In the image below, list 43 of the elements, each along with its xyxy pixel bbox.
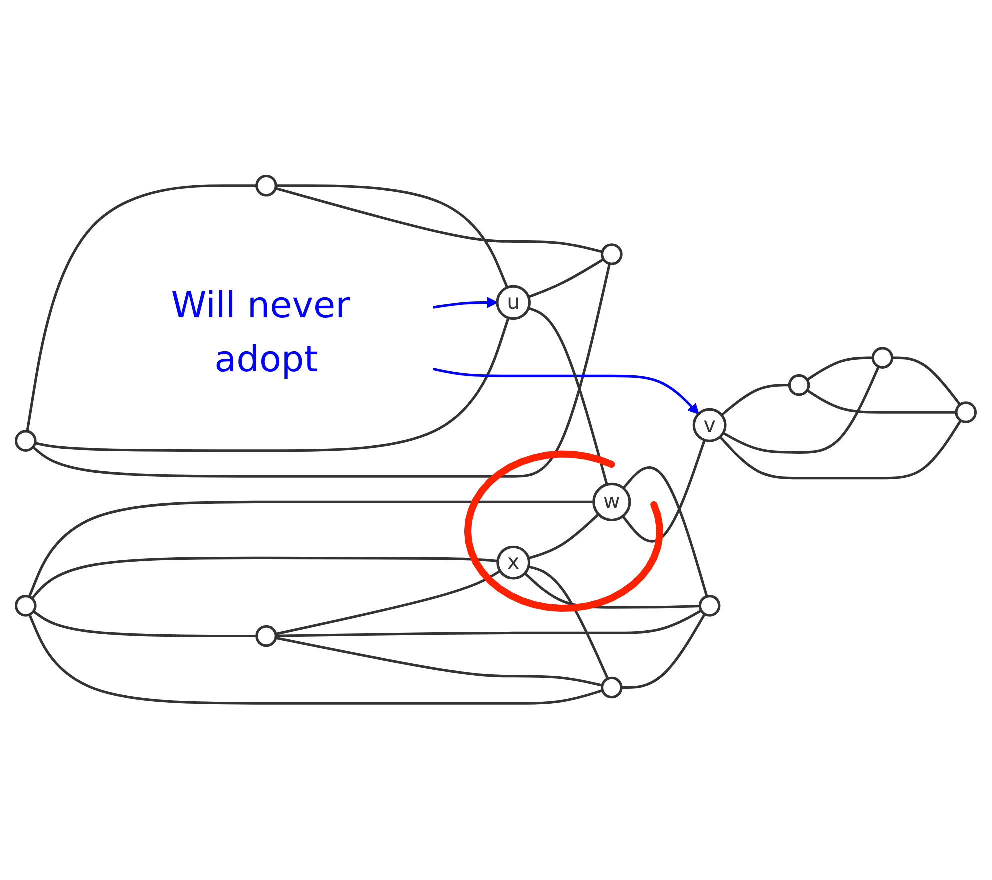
connector [276,610,702,638]
connector [622,466,708,598]
node-circle [872,347,894,369]
node-circle [14,430,37,452]
node-circle: v [692,408,727,442]
node-circle: w [592,482,632,522]
node-circle [256,175,278,197]
connector [806,390,956,414]
arrow [433,297,498,309]
connector [276,636,603,687]
connector [528,514,600,560]
node-circle [788,374,810,396]
connector [31,556,498,600]
connector [528,566,610,680]
connector [32,610,257,638]
arrow [433,368,700,415]
connector [722,366,880,454]
connector [32,264,612,478]
connector [721,384,790,416]
connector [622,614,706,690]
node-circle [601,244,623,266]
connector [26,184,257,432]
node-circle [601,676,623,699]
connector [276,570,501,636]
node-circle [698,595,721,617]
node-circle [955,402,978,424]
connector [528,307,608,486]
connector [719,420,962,480]
connector [275,187,603,254]
node-circle: x [496,546,531,580]
connector [28,500,594,598]
node-circle [256,625,278,648]
connector [34,318,510,452]
node-text: Will never adopt [171,284,350,380]
connector [806,356,874,382]
node-circle [14,595,37,617]
connector [28,614,604,705]
connector [276,184,509,288]
connector [528,258,604,298]
connector [892,356,962,406]
connector [524,572,700,609]
connector [622,440,706,543]
node-circle: u [496,285,532,320]
